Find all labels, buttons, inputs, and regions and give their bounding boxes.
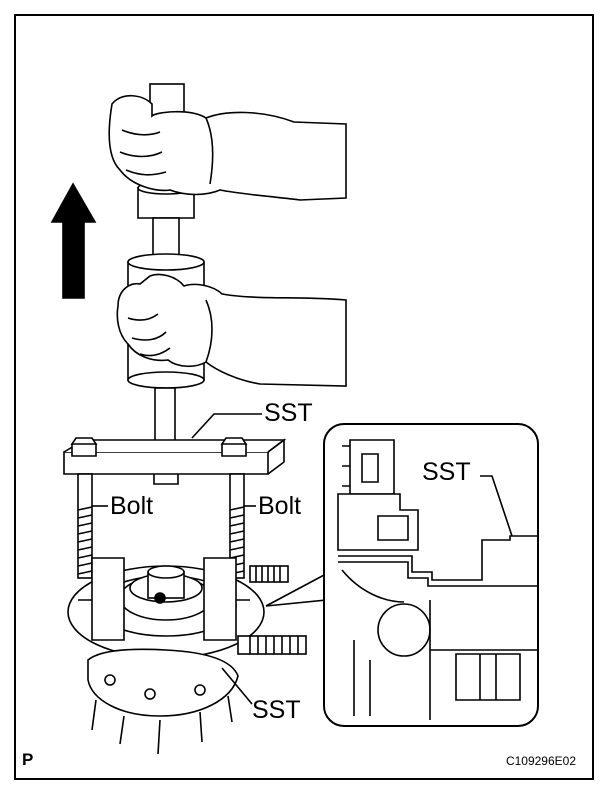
label-sst-bottom: SST [252, 696, 301, 724]
hub-assembly [67, 557, 307, 755]
figure-code: C109296E02 [505, 754, 576, 768]
sst-bridge [63, 437, 287, 485]
upper-hand [108, 94, 347, 201]
page-mark: P [22, 750, 34, 769]
label-sst-top: SST [264, 399, 313, 427]
detail-inset [323, 423, 539, 727]
lower-hand [116, 273, 347, 387]
bolts [77, 473, 245, 579]
label-sst-detail: SST [422, 458, 471, 486]
leader-sst-top [191, 413, 262, 439]
leader-sst-bottom [221, 667, 253, 705]
label-bolt-right: Bolt [258, 492, 302, 520]
up-arrow-icon [50, 182, 97, 299]
label-bolt-left: Bolt [110, 492, 154, 520]
